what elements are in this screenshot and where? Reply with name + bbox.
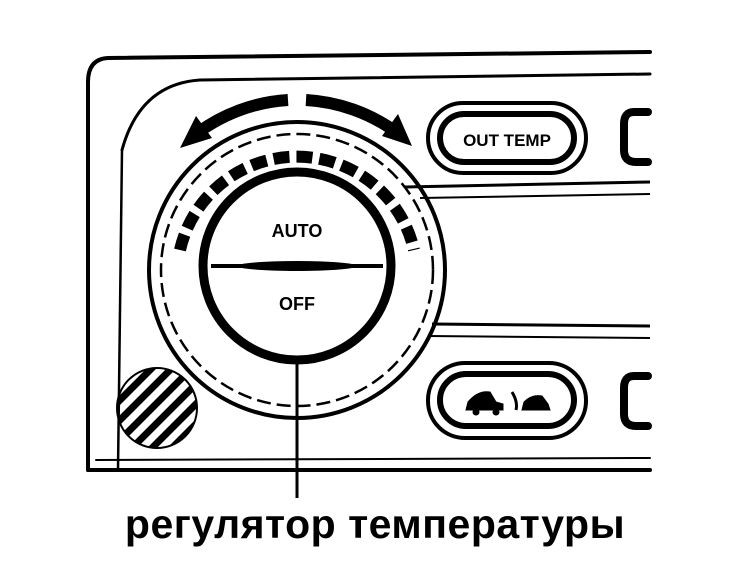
out-temp-label: OUT TEMP [463,131,551,150]
panel-rails [404,180,651,339]
mode-button[interactable] [426,361,588,440]
partial-buttons [620,108,652,430]
arrow-left-icon [180,116,212,148]
arrow-right-icon [382,114,412,146]
knob-pointer [237,261,357,271]
temperature-knob[interactable]: AUTO OFF [198,167,396,365]
temperature-scale [174,94,420,252]
out-temp-button[interactable]: OUT TEMP [426,101,588,175]
knob-label-off: OFF [279,294,315,314]
knob-label-auto: AUTO [272,221,323,241]
caption: регулятор температуры [124,501,626,547]
car-airflow-icon [465,391,551,416]
panel-outline [86,50,652,472]
